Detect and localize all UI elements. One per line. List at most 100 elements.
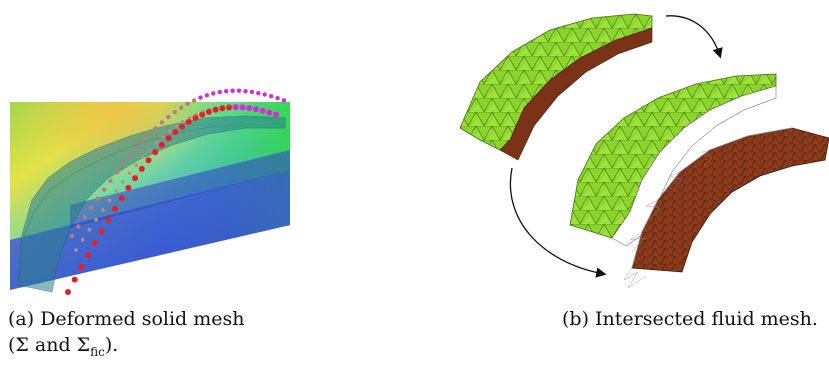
interface-dot bbox=[179, 105, 184, 110]
interface-dot bbox=[273, 111, 279, 118]
interface-dot bbox=[89, 205, 94, 210]
interface-dot bbox=[118, 195, 125, 202]
interface-dot bbox=[172, 129, 179, 136]
interface-dot bbox=[91, 240, 98, 247]
interface-dot bbox=[112, 205, 118, 212]
interface-dot bbox=[108, 178, 113, 184]
arrow-top-icon bbox=[665, 15, 723, 59]
interface-dot bbox=[185, 101, 190, 107]
interface-dot bbox=[174, 124, 179, 129]
interface-dot bbox=[134, 146, 139, 151]
interface-dot bbox=[114, 170, 120, 175]
interface-dot bbox=[192, 114, 199, 121]
interface-dot bbox=[243, 89, 248, 94]
interface-dot bbox=[269, 94, 274, 99]
interface-dot bbox=[78, 264, 85, 271]
interface-dot bbox=[172, 109, 177, 115]
interface-dot bbox=[187, 116, 192, 120]
interface-dot bbox=[145, 157, 152, 164]
interface-dot bbox=[121, 161, 126, 167]
interface-dot bbox=[125, 184, 132, 191]
interface-dot bbox=[224, 89, 229, 94]
intersected-fluid-mesh-image bbox=[459, 13, 829, 289]
fluid-mesh-full bbox=[459, 13, 653, 161]
interface-dot bbox=[236, 88, 242, 93]
fictitious-interface-markers bbox=[65, 88, 287, 295]
interface-dot bbox=[121, 180, 125, 184]
caption-b: (b) Intersected fluid mesh. bbox=[562, 306, 818, 332]
interface-dot bbox=[101, 187, 107, 192]
interface-dot bbox=[204, 93, 210, 98]
interface-dot bbox=[165, 135, 172, 142]
fluid-mesh-intersected bbox=[569, 73, 777, 247]
interface-dot bbox=[259, 107, 266, 114]
interface-dot bbox=[146, 132, 152, 137]
panel-intersected-fluid-mesh: (b) Intersected fluid mesh. bbox=[420, 0, 829, 380]
interface-dot bbox=[134, 163, 138, 167]
interface-dot bbox=[154, 141, 159, 146]
caption-a-label: (a) bbox=[8, 308, 35, 330]
interface-dot bbox=[82, 215, 88, 220]
caption-a-suffix: ). bbox=[104, 334, 119, 356]
interface-dot bbox=[167, 129, 172, 134]
interface-dot bbox=[87, 227, 92, 232]
interface-dot bbox=[198, 95, 203, 100]
interface-dot bbox=[138, 165, 145, 172]
caption-a-subscript: fic bbox=[90, 345, 105, 359]
interface-dot bbox=[127, 171, 132, 176]
interface-dot bbox=[94, 217, 98, 222]
interface-dot bbox=[80, 238, 85, 242]
deformed-solid-mesh-image bbox=[10, 88, 290, 295]
interface-dot bbox=[147, 148, 152, 152]
interface-dot bbox=[199, 111, 206, 118]
interface-dot bbox=[141, 155, 145, 160]
interface-dot bbox=[217, 89, 222, 95]
panel-deformed-solid-mesh: (a) Deformed solid mesh (Σ and Σfic). bbox=[0, 0, 300, 380]
interface-dot bbox=[232, 104, 239, 111]
interface-dot bbox=[230, 88, 235, 93]
interface-dot bbox=[74, 248, 78, 252]
caption-a-symbols: (Σ and Σ bbox=[8, 334, 91, 356]
interface-dot bbox=[219, 105, 226, 112]
arrow-bottom-icon bbox=[509, 167, 607, 278]
caption-a: (a) Deformed solid mesh (Σ and Σfic). bbox=[8, 306, 245, 365]
interface-dot bbox=[153, 126, 158, 131]
interface-dot bbox=[262, 92, 267, 97]
interface-dot bbox=[158, 141, 165, 148]
interface-dot bbox=[76, 224, 81, 229]
interface-dot bbox=[266, 109, 273, 116]
interface-dot bbox=[166, 114, 171, 120]
interface-dot bbox=[256, 90, 261, 96]
interface-dot bbox=[95, 196, 100, 201]
interface-dot bbox=[161, 135, 165, 139]
interface-dot bbox=[281, 98, 287, 103]
interface-dot bbox=[71, 276, 78, 283]
interface-dot bbox=[152, 149, 159, 156]
interface-dot bbox=[239, 104, 246, 111]
interface-dot bbox=[191, 98, 197, 103]
interface-dot bbox=[114, 189, 118, 193]
interface-dot bbox=[212, 106, 219, 113]
interface-dot bbox=[159, 120, 165, 125]
interface-dot bbox=[275, 96, 280, 101]
interface-dot bbox=[249, 89, 255, 95]
interface-dot bbox=[127, 153, 132, 159]
interface-dot bbox=[211, 91, 216, 96]
interface-dot bbox=[105, 216, 112, 223]
caption-b-label: (b) bbox=[562, 308, 589, 330]
interface-dot bbox=[185, 118, 192, 125]
interface-dot bbox=[226, 104, 232, 111]
interface-dot bbox=[140, 139, 145, 144]
interface-dot bbox=[107, 198, 112, 203]
solid-mesh bbox=[623, 127, 829, 289]
interface-dot bbox=[181, 120, 185, 124]
interface-dot bbox=[132, 175, 139, 182]
interface-dot bbox=[252, 106, 259, 113]
interface-dot bbox=[85, 252, 92, 259]
interface-dot bbox=[179, 123, 186, 130]
caption-b-text: Intersected fluid mesh. bbox=[595, 308, 818, 330]
caption-a-text: Deformed solid mesh bbox=[40, 308, 245, 330]
interface-dot bbox=[246, 105, 253, 112]
interface-dot bbox=[98, 228, 105, 235]
interface-dot bbox=[65, 289, 71, 295]
